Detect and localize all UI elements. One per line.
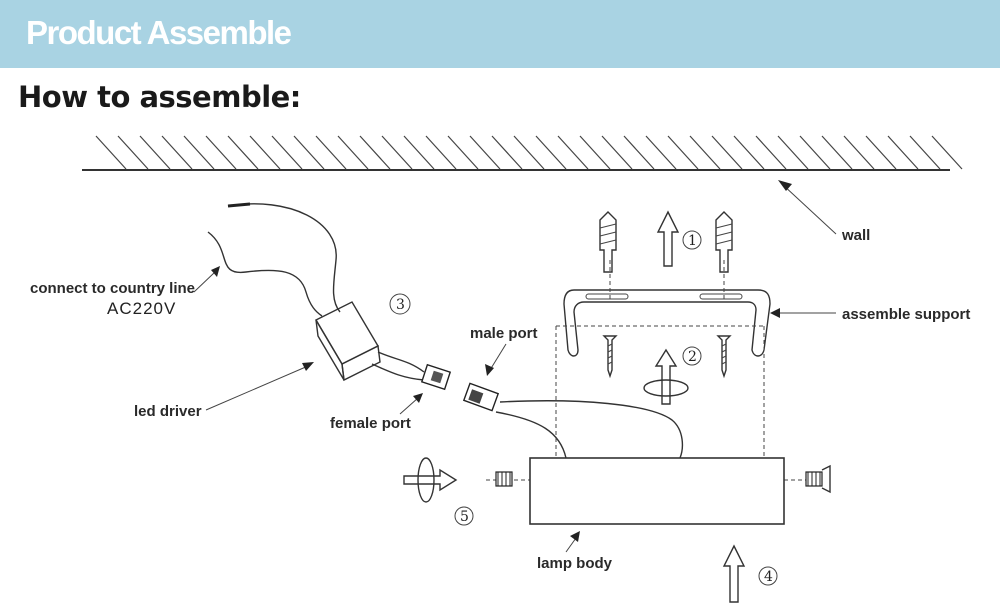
hatch-line <box>557 135 589 170</box>
step3-circle <box>389 293 411 315</box>
connect-arrowhead <box>211 266 220 277</box>
hatch-line <box>667 135 699 170</box>
connect-label: connect to country line <box>30 280 195 297</box>
step1-number: 1 <box>688 233 697 249</box>
wall-hatching <box>95 135 963 170</box>
up-arrow-step4 <box>722 544 746 603</box>
hatch-line <box>579 135 611 170</box>
hatch-line <box>205 135 237 170</box>
lamp-body <box>529 457 785 525</box>
rotate-arrow-step2 <box>643 348 689 405</box>
hatch-line <box>865 135 897 170</box>
step5-circle <box>454 506 474 526</box>
section-title: How to assemble: <box>18 80 301 114</box>
hatch-line <box>733 135 765 170</box>
led-driver-arrowhead <box>302 362 314 371</box>
lamp-body-label: lamp body <box>537 555 613 572</box>
hatch-line <box>513 135 545 170</box>
hatch-line <box>711 135 743 170</box>
female-port <box>420 363 452 391</box>
alignment-guides <box>486 260 806 481</box>
step2-number: 2 <box>688 349 697 365</box>
lamp-body-leader <box>565 537 577 553</box>
hatch-line <box>601 135 633 170</box>
wall-leader <box>781 183 837 235</box>
male-port-arrowhead <box>485 364 494 376</box>
hatch-line <box>843 135 875 170</box>
hatch-line <box>117 135 149 170</box>
connect-leader <box>193 271 216 293</box>
rotate-arrow-step5 <box>403 457 458 503</box>
led-driver-leader <box>205 365 309 411</box>
hatch-line <box>777 135 809 170</box>
female-port-leader <box>399 397 419 415</box>
header-banner: Product Assemble <box>0 0 1000 68</box>
banner-title: Product Assemble <box>26 14 292 51</box>
hatch-line <box>249 135 281 170</box>
male-port-label: male port <box>470 325 538 342</box>
female-port-arrowhead <box>413 393 423 403</box>
step2-circle <box>682 346 702 366</box>
support-arrowhead <box>770 308 780 318</box>
female-port-label: female port <box>330 415 411 432</box>
hatch-line <box>623 135 655 170</box>
hatch-line <box>491 135 523 170</box>
hatch-line <box>931 135 963 170</box>
wall-arrowhead <box>778 180 792 191</box>
hatch-line <box>887 135 919 170</box>
hatch-line <box>821 135 853 170</box>
hatch-line <box>447 135 479 170</box>
lamp-wire <box>499 400 684 459</box>
led-driver-box <box>315 301 381 382</box>
side-screw-left <box>495 471 513 487</box>
male-port-leader <box>489 343 507 371</box>
step1-circle <box>682 230 702 250</box>
hatch-line <box>95 135 127 170</box>
hatch-line <box>469 135 501 170</box>
step3-number: 3 <box>396 297 405 313</box>
step5-number: 5 <box>460 509 469 525</box>
hatch-line <box>139 135 171 170</box>
hatch-line <box>403 135 435 170</box>
screw-right <box>716 335 732 379</box>
hatch-line <box>645 135 677 170</box>
hatch-line <box>293 135 325 170</box>
wall-anchor-right <box>715 211 733 273</box>
hatch-line <box>799 135 831 170</box>
hatch-line <box>535 135 567 170</box>
wall-label: wall <box>841 227 870 244</box>
step4-number: 4 <box>764 569 773 585</box>
hatch-line <box>337 135 369 170</box>
hatch-line <box>161 135 193 170</box>
wall-anchor-left <box>599 211 617 273</box>
led-driver-label: led driver <box>134 403 202 420</box>
assemble-support <box>563 289 771 357</box>
mains-wires <box>207 202 341 317</box>
hatch-line <box>315 135 347 170</box>
hatch-line <box>909 135 941 170</box>
driver-output-wire <box>377 351 425 373</box>
hatch-line <box>183 135 215 170</box>
step4-circle <box>758 566 778 586</box>
hatch-line <box>425 135 457 170</box>
hatch-line <box>689 135 721 170</box>
screw-left <box>602 335 618 379</box>
lamp-wire-2 <box>495 411 567 459</box>
male-port <box>462 382 500 412</box>
hatch-line <box>381 135 413 170</box>
hatch-line <box>227 135 259 170</box>
assemble-support-label: assemble support <box>842 306 970 323</box>
driver-output-wire-2 <box>371 363 425 381</box>
side-screw-right <box>805 464 831 494</box>
up-arrow-step1 <box>656 210 680 267</box>
lamp-body-arrowhead <box>570 531 580 542</box>
hatch-line <box>271 135 303 170</box>
hatch-line <box>755 135 787 170</box>
hatch-line <box>359 135 391 170</box>
voltage-label: AC220V <box>107 299 176 318</box>
